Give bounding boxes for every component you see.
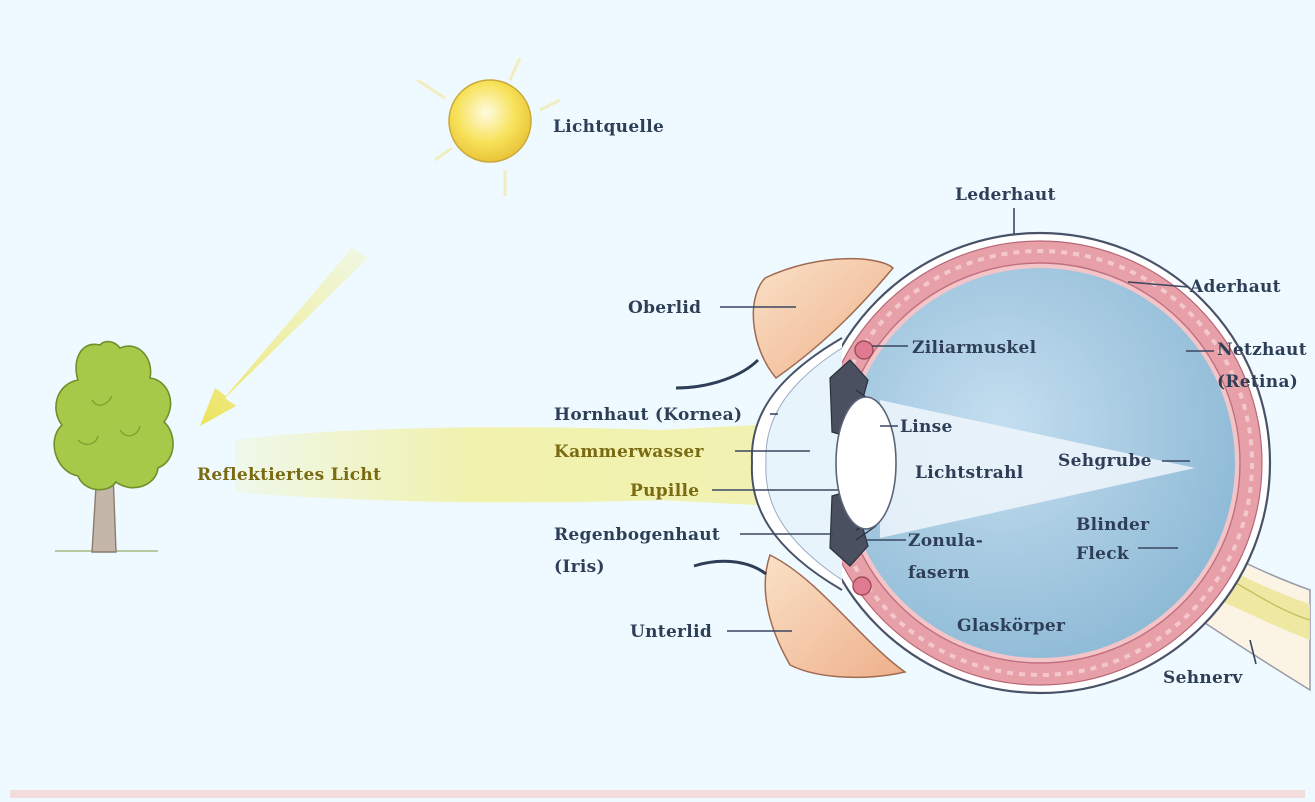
label-kammerwasser: Kammerwasser — [554, 442, 704, 462]
label-retina: (Retina) — [1217, 372, 1298, 392]
label-netzhaut: Netzhaut — [1217, 340, 1307, 360]
label-lederhaut: Lederhaut — [955, 185, 1056, 205]
label-zonula: Zonula- — [908, 531, 983, 551]
label-glaskoerper: Glaskörper — [957, 616, 1066, 636]
ciliary-muscle-upper — [855, 341, 873, 359]
label-sehgrube: Sehgrube — [1058, 451, 1152, 471]
label-blinder: Blinder — [1076, 515, 1150, 535]
label-sehnerv: Sehnerv — [1163, 668, 1243, 688]
label-oberlid: Oberlid — [628, 298, 701, 318]
label-fasern: fasern — [908, 563, 970, 583]
label-linse: Linse — [900, 417, 953, 437]
label-pupille: Pupille — [630, 481, 699, 501]
label-reflektiertes-licht: Reflektiertes Licht — [197, 465, 381, 485]
bottom-strip — [10, 790, 1305, 798]
label-ziliarmuskel: Ziliarmuskel — [912, 338, 1037, 358]
label-hornhaut: Hornhaut (Kornea) — [554, 405, 742, 425]
ciliary-muscle-lower — [853, 577, 871, 595]
label-regenbogenhaut: Regenbogenhaut — [554, 525, 720, 545]
label-iris: (Iris) — [554, 557, 605, 577]
label-unterlid: Unterlid — [630, 622, 712, 642]
label-lichtquelle: Lichtquelle — [553, 117, 664, 137]
label-aderhaut: Aderhaut — [1189, 277, 1281, 297]
label-fleck: Fleck — [1076, 544, 1130, 564]
lens — [836, 397, 896, 529]
label-lichtstrahl: Lichtstrahl — [915, 463, 1024, 483]
